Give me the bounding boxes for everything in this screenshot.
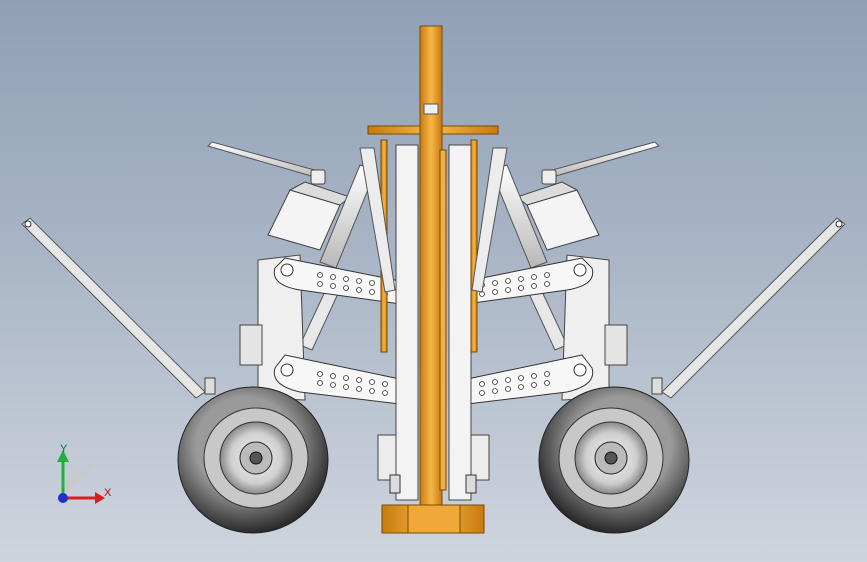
- right-assembly: [452, 141, 846, 534]
- left-assembly: [21, 141, 415, 534]
- right-long-strut: [661, 217, 846, 399]
- z-axis-dot: [58, 493, 68, 503]
- left-handle: [207, 141, 326, 185]
- y-axis-label: Y: [60, 443, 68, 455]
- left-long-strut: [21, 217, 206, 399]
- right-handle: [541, 141, 660, 185]
- right-wheel: [538, 386, 690, 534]
- center-frame: [359, 25, 508, 534]
- right-motor-box: [515, 181, 600, 251]
- left-motor-box: [267, 181, 352, 251]
- main-mast: [419, 25, 443, 507]
- coordinate-triad: Y X: [57, 443, 112, 504]
- x-axis-label: X: [104, 487, 112, 499]
- left-wheel: [177, 386, 329, 534]
